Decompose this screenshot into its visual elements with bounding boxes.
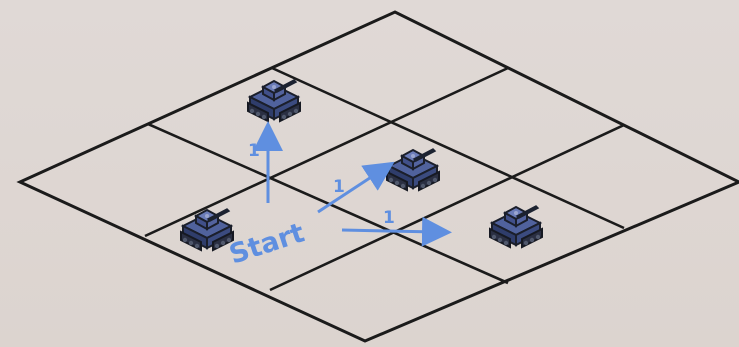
move-diagonal-label: 1: [333, 177, 345, 197]
tank-icon: [489, 205, 543, 248]
arrow-icon: [317, 161, 395, 214]
start-label: Start: [226, 217, 309, 270]
tank-icon: [247, 79, 301, 122]
tank-right[interactable]: [489, 205, 543, 248]
grid-outline: [16, 10, 739, 343]
move-right-label: 1: [383, 208, 395, 228]
tank-center-diagonal[interactable]: [386, 148, 440, 191]
tank-icon: [386, 148, 440, 191]
move-up-label: 1: [248, 141, 260, 161]
tank-top-left[interactable]: [247, 79, 301, 122]
arrow-icon: [341, 216, 452, 247]
